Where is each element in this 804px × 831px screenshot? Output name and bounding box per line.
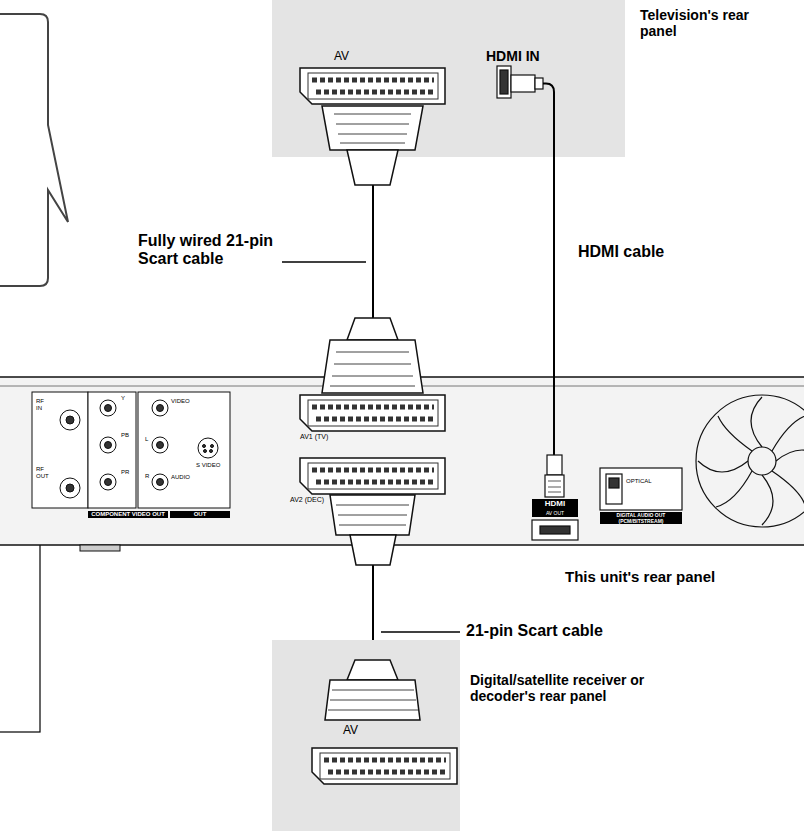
part-label: RF OUT [36, 466, 54, 480]
scart-plug [330, 495, 415, 565]
leader-line [381, 631, 460, 633]
fan-vent [696, 395, 804, 527]
scart-socket [300, 458, 445, 494]
hdmi-port [532, 520, 578, 540]
jack-panel [32, 392, 230, 508]
scart-plug [322, 106, 423, 185]
part-label: OPTICAL [626, 478, 652, 485]
part-label: HDMI IN [486, 48, 540, 64]
panel-heading: This unit's rear panel [565, 568, 804, 585]
part-label: AUDIO [171, 474, 190, 481]
part-label: DIGITAL AUDIO OUT (PCM/BITSTREAM) [600, 512, 682, 524]
leader-line [282, 261, 366, 263]
part-label: PR [121, 469, 129, 476]
scart-socket [300, 395, 445, 431]
scart-plug [325, 660, 420, 720]
part-label: AV [334, 50, 349, 64]
unit-body [0, 377, 804, 545]
cable-label: Fully wired 21-pin Scart cable [138, 232, 293, 268]
tv-panel-ground [272, 0, 625, 157]
part-label: HDMI [532, 499, 578, 509]
rear-panel: This unit's rear panel [0, 377, 804, 545]
hdmi-plug [511, 75, 554, 158]
part-label: R [145, 473, 149, 480]
part-label: L [145, 436, 148, 443]
panel-heading: Digital/satellite receiver or decoder's … [470, 672, 702, 704]
hdmi-port [497, 66, 511, 98]
callout-outline [0, 14, 68, 286]
unit-foot [80, 545, 120, 551]
rear-panel: Television's rear panel [272, 0, 625, 157]
part-label: AV [343, 724, 358, 738]
panel-heading: Television's rear panel [640, 7, 752, 39]
scart-socket [300, 68, 445, 104]
cable-label: 21-pin Scart cable [466, 622, 603, 640]
part-label: AV2 (DEC) [290, 496, 324, 504]
hdmi-plug [545, 376, 564, 497]
part-label: PB [121, 432, 129, 439]
part-label: OUT [170, 511, 230, 518]
part-label: RF IN [36, 398, 49, 412]
note-box [0, 535, 40, 732]
part-label: Y [121, 395, 125, 402]
cable [553, 157, 555, 377]
scart-plug [322, 318, 423, 393]
part-label: AV OUT [532, 509, 578, 517]
part-label: VIDEO [171, 398, 190, 405]
rear-panel: Digital/satellite receiver or decoder's … [272, 640, 460, 831]
part-label: S VIDEO [196, 462, 220, 469]
scart-socket [312, 748, 457, 784]
part-label: COMPONENT VIDEO OUT [88, 511, 168, 518]
cable-label: HDMI cable [578, 243, 664, 261]
part-label: AV1 (TV) [300, 433, 328, 441]
optical-port [600, 468, 682, 510]
receiver-panel-ground [272, 640, 460, 831]
